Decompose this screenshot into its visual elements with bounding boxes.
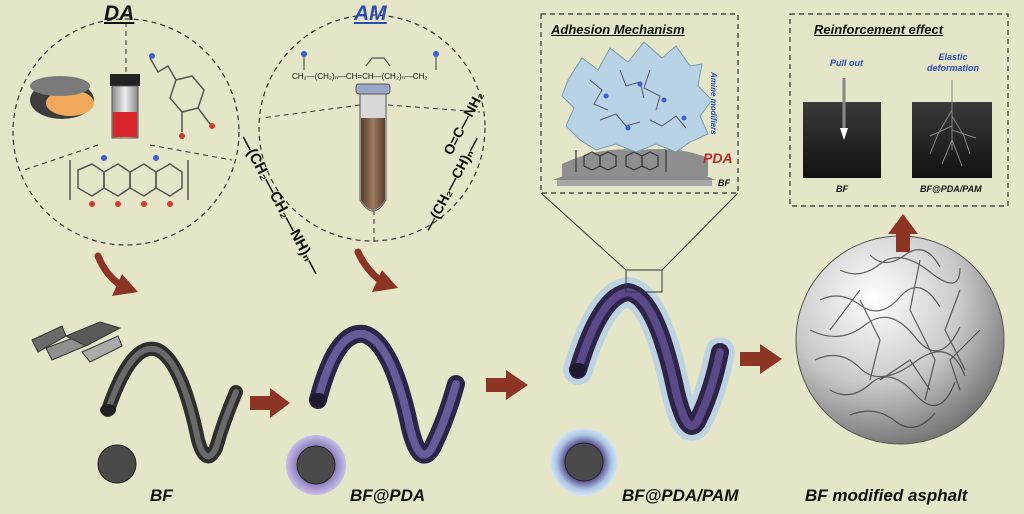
pda-structure — [69, 155, 189, 207]
pull-out-block — [803, 78, 881, 178]
pull-out-label: Pull out — [830, 58, 863, 68]
panel-bf-label: BF — [836, 184, 848, 194]
stage-bf-pda-label: BF@PDA — [350, 486, 426, 505]
am-circle — [258, 14, 486, 242]
dopamine-structure — [149, 53, 215, 139]
amine-modifiers-label: Amine modifiers — [709, 72, 718, 135]
reinforcement-title: Reinforcement effect — [814, 22, 944, 37]
panel-bf-pda-pam-label: BF@PDA/PAM — [920, 184, 982, 194]
elastic-deformation-block — [912, 80, 992, 178]
da-circle — [12, 18, 240, 246]
stage-bf-pda-pam-label: BF@PDA/PAM — [622, 486, 739, 505]
stage-asphalt-label: BF modified asphalt — [805, 486, 968, 505]
asphalt-sphere — [795, 235, 1005, 445]
am-top-chain — [301, 51, 439, 70]
arrow-am-down — [354, 248, 398, 292]
bf-pda-cross-section — [286, 435, 346, 495]
reinforcement-panel — [789, 13, 1009, 207]
pda-label: PDA — [703, 150, 733, 166]
zoom-indicator — [540, 192, 739, 293]
da-label: DA — [104, 2, 135, 25]
bf-fiber — [100, 341, 243, 464]
arrow-up-to-reinforcement — [888, 214, 918, 252]
stage-bf-label: BF — [150, 486, 173, 505]
am-label: AM — [354, 2, 387, 25]
bf-pda-fiber — [309, 324, 465, 464]
vial-icon — [110, 74, 140, 139]
arrow-da-down — [94, 252, 138, 296]
elastic-deformation-label: Elastic deformation — [926, 52, 979, 73]
bf-pda-pam-fiber — [563, 276, 735, 441]
test-tube-icon — [355, 83, 391, 212]
adhesion-panel — [540, 13, 739, 194]
adhesion-title: Adhesion Mechanism — [551, 22, 685, 37]
bf-cross-section — [97, 444, 137, 484]
arrow-bf-to-bfpda — [250, 388, 290, 418]
basalt-fiber-chunks — [31, 321, 123, 363]
adhesion-bf-label: BF — [718, 178, 730, 188]
arrow-to-asphalt — [740, 344, 782, 374]
am-top-chain-label: CH₂—(CH₂)ₙ—CH=CH—(CH₂)ₙ—CH₂ — [292, 72, 428, 81]
mussel-icon — [30, 76, 94, 119]
bf-pda-pam-cross-section — [550, 428, 618, 496]
arrow-bfpda-to-bfpdapam — [486, 370, 528, 400]
